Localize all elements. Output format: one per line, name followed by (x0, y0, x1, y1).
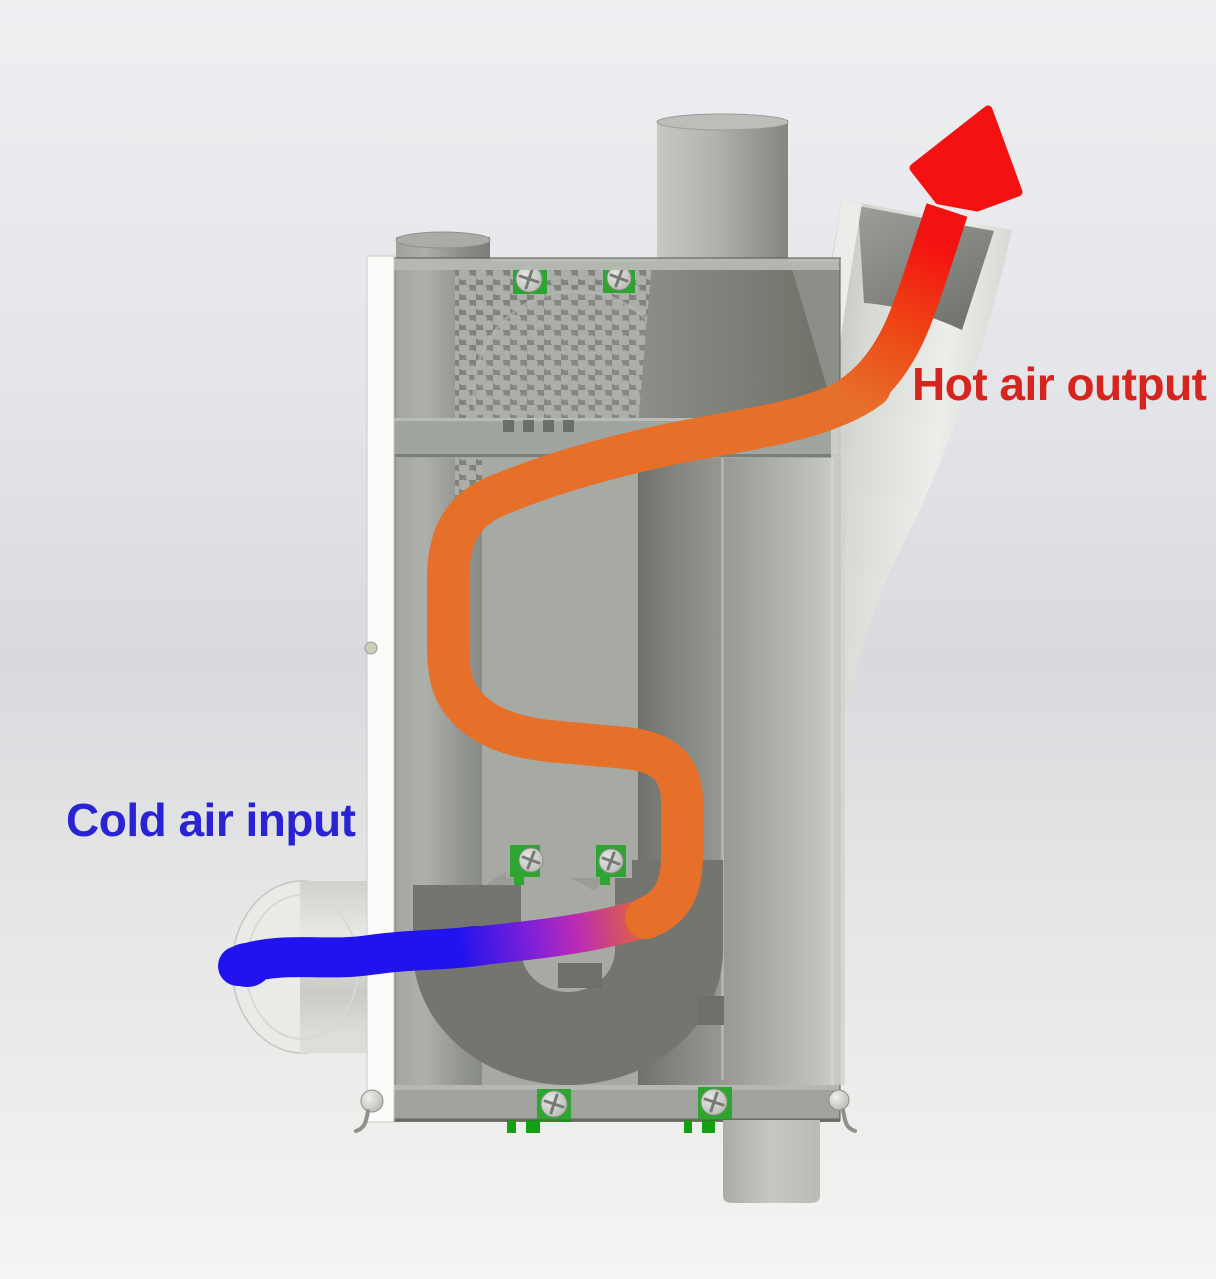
ledge-highlight (394, 418, 840, 421)
clip-left (354, 1089, 384, 1133)
side-panel-strip (366, 255, 395, 1123)
right-pipe-seam (721, 430, 724, 1080)
pad-tab (514, 877, 524, 885)
screw (540, 1090, 568, 1118)
warm-flow-s-curve (427, 366, 891, 939)
screw (598, 848, 624, 874)
hot-air-arrow-shaft (834, 203, 968, 420)
pad-tab (684, 1120, 692, 1133)
clip-right (828, 1089, 857, 1133)
pad-tab (600, 877, 610, 885)
panel-screw (364, 641, 378, 655)
clip-hook (841, 1108, 857, 1133)
left-pipe-top (395, 231, 491, 249)
case-right-wall (831, 425, 845, 1085)
u-bend-detail (558, 963, 602, 988)
left-side-panel (364, 255, 395, 1123)
cold-air-label: Cold air input (66, 794, 356, 846)
screw (700, 1088, 728, 1116)
ledge-tab (503, 420, 514, 432)
pad-tab (702, 1120, 715, 1133)
bottom-bar (394, 1085, 840, 1122)
clip-screw (360, 1089, 384, 1113)
clip-screw (828, 1089, 850, 1111)
clip-hook (354, 1109, 370, 1133)
screw (518, 847, 544, 873)
screw (606, 265, 632, 291)
u-bend-detail (697, 996, 724, 1025)
pad-tab (526, 1120, 540, 1133)
ledge-tab (563, 420, 574, 432)
hot-air-arrowhead (909, 105, 1023, 212)
ledge-tab (523, 420, 534, 432)
funnel-cone (638, 262, 838, 425)
airflow-path (218, 105, 1023, 987)
bottom-pipe (723, 1120, 820, 1203)
ledge-tab (543, 420, 554, 432)
case-top-rim (393, 258, 840, 270)
top-pipe-opening (656, 113, 789, 131)
pad-tab (507, 1120, 516, 1133)
bottom-bar-highlight (394, 1085, 840, 1090)
hot-air-label: Hot air output (912, 358, 1207, 410)
cold-air-arrow (218, 926, 496, 986)
